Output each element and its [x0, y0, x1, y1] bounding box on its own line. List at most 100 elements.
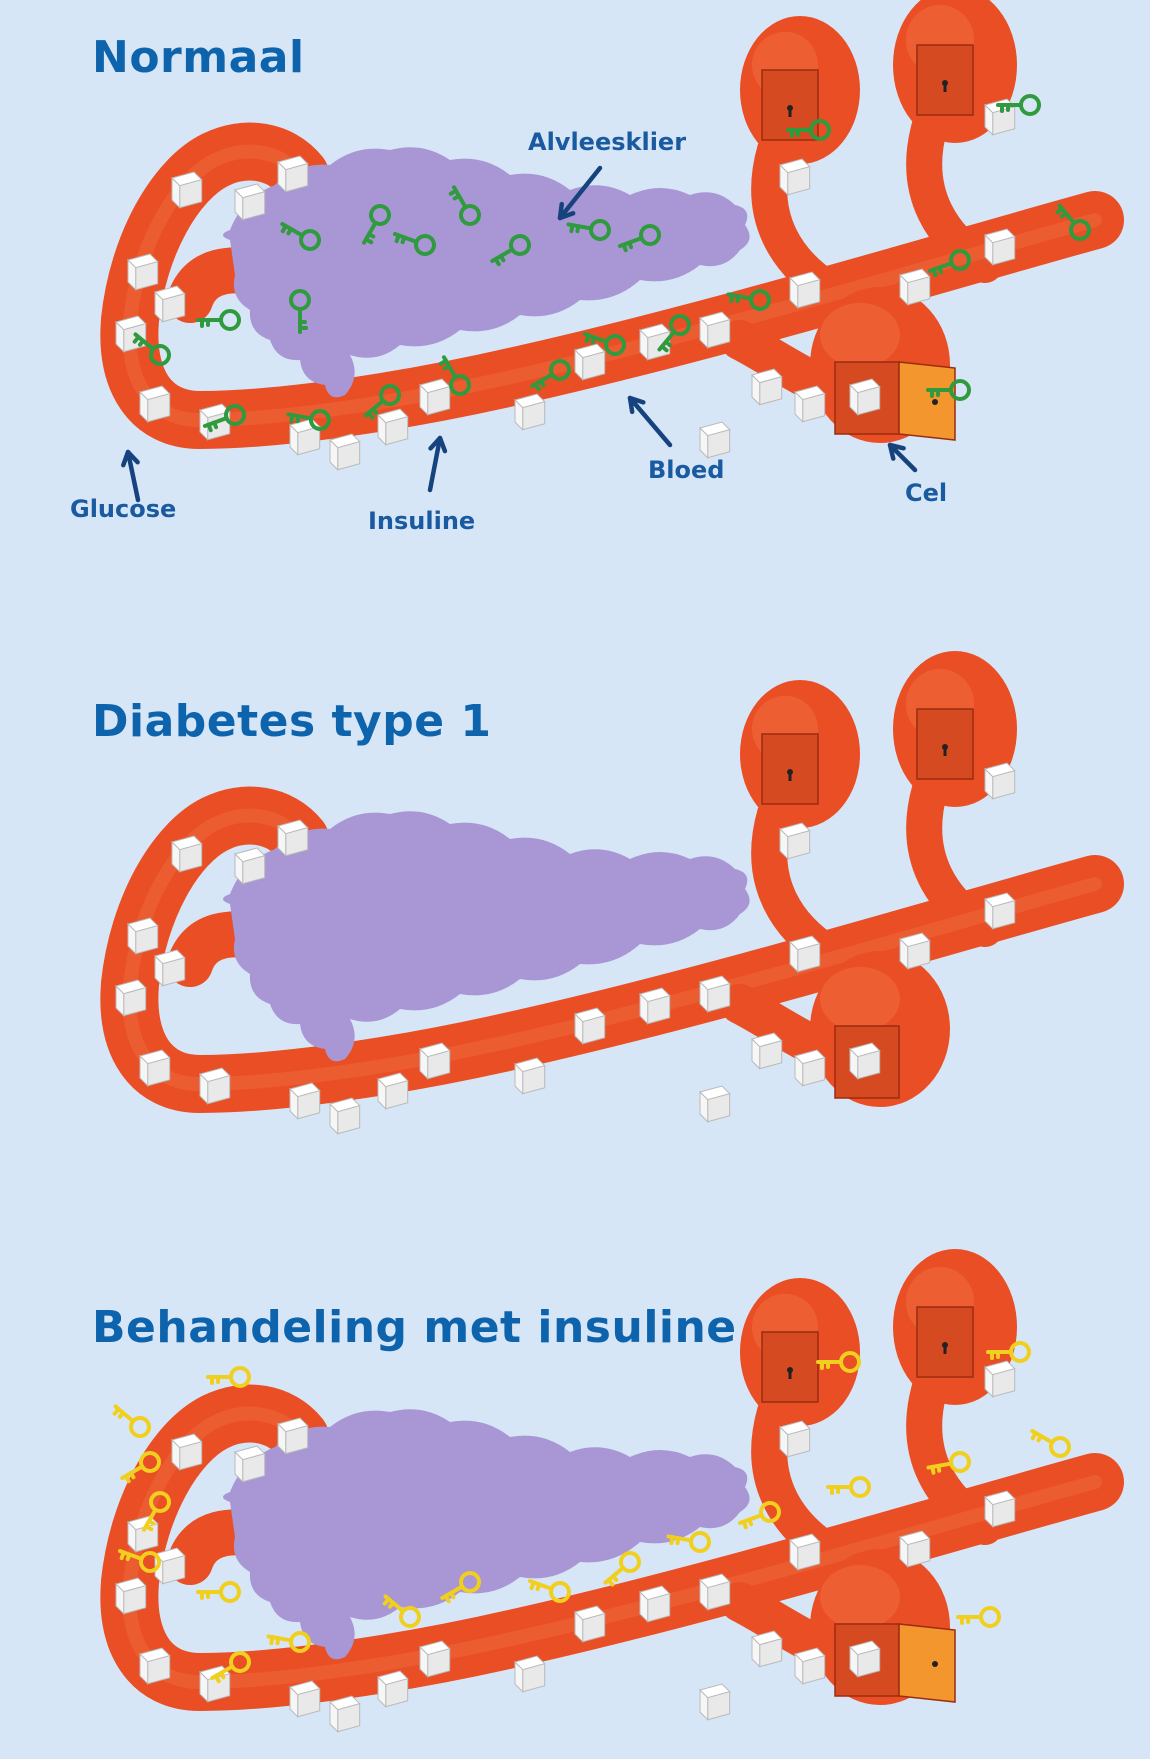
cell-highlight	[820, 1565, 900, 1629]
glucose-cube-icon	[514, 1062, 524, 1095]
glucose-cube-icon	[377, 413, 387, 446]
panel-title: Behandeling met insuline	[92, 1302, 737, 1353]
glucose-cube-icon	[789, 276, 799, 309]
glucose-cube-icon	[289, 1087, 299, 1120]
glucose-cube-icon	[234, 188, 244, 221]
glucose-cube-icon	[639, 1590, 649, 1623]
glucose-cube-icon	[419, 1645, 429, 1678]
insulin-key-icon	[530, 359, 571, 392]
pointer-arrow	[887, 442, 918, 473]
glucose-cube-icon	[277, 1422, 287, 1455]
insulin-key-icon	[737, 1501, 781, 1530]
glucose-cube-icon	[779, 827, 789, 860]
glucose-cube-icon	[377, 1077, 387, 1110]
glucose-cube-icon	[751, 373, 761, 406]
diagram-diabetes-type-1	[100, 651, 1124, 1135]
glucose-cube-icon	[419, 383, 429, 416]
glucose-cube-icon	[277, 824, 287, 857]
insulin-key-icon	[566, 219, 611, 241]
glucose-cube-icon	[289, 423, 299, 456]
glucose-cube-icon	[127, 922, 137, 955]
insulin-key-icon	[1055, 203, 1091, 241]
glucose-cube-icon	[514, 398, 524, 431]
glucose-cube-icon	[899, 937, 909, 970]
cell-highlight	[820, 967, 900, 1031]
glucose-cube-icon	[639, 328, 649, 361]
glucose-cube-icon	[171, 840, 181, 873]
glucose-cube-icon	[899, 1535, 909, 1568]
insulin-key-icon	[816, 1351, 861, 1373]
insulin-key-icon	[142, 1491, 171, 1532]
glucose-cube-icon	[699, 1090, 709, 1123]
glucose-cube-icon	[699, 426, 709, 459]
insulin-key-icon	[202, 404, 246, 433]
glucose-cube-icon	[139, 1054, 149, 1087]
insulin-key-icon	[996, 94, 1041, 116]
cell-highlight	[820, 303, 900, 367]
glucose-cube-icon	[377, 1675, 387, 1708]
glucose-cube-icon	[289, 1685, 299, 1718]
glucose-cube-icon	[699, 980, 709, 1013]
glucose-cube-icon	[329, 438, 339, 471]
insulin-key-icon	[448, 185, 481, 226]
glucose-cube-icon	[199, 1670, 209, 1703]
insulin-key-icon	[786, 119, 831, 141]
insulin-key-icon	[440, 1571, 481, 1604]
glucose-cube-icon	[789, 1538, 799, 1571]
insulin-key-icon	[112, 1404, 151, 1438]
pointer-arrow	[627, 395, 673, 448]
insulin-key-icon	[527, 1579, 571, 1603]
glucose-cube-icon	[794, 390, 804, 423]
scene	[100, 0, 1124, 503]
panel-normal: Normaal Alvleesklier Glucose Insuline Bl…	[0, 0, 1150, 586]
keyhole-icon	[788, 108, 792, 117]
insulin-key-icon	[196, 1581, 241, 1603]
label-blood: Bloed	[648, 456, 725, 484]
glucose-cube-icon	[574, 1012, 584, 1045]
insulin-key-icon	[617, 224, 661, 253]
label-cell: Cel	[905, 479, 948, 507]
insulin-key-icon	[603, 1551, 641, 1587]
keyhole-icon	[943, 747, 947, 756]
insulin-key-icon	[1030, 1429, 1071, 1458]
pointer-arrow-head	[627, 395, 646, 415]
glucose-cube-icon	[329, 1700, 339, 1733]
panel-insulin-treatment: Behandeling met insuline	[0, 1172, 1150, 1758]
pointer-arrow	[427, 435, 443, 493]
glucose-cube-icon	[277, 160, 287, 193]
panel-title: Normaal	[92, 32, 305, 83]
insulin-key-icon	[117, 1549, 161, 1573]
insulin-key-icon	[927, 249, 971, 278]
glucose-cube-icon	[514, 1660, 524, 1693]
pointer-arrow	[557, 165, 603, 221]
pointer-arrow-head	[887, 442, 906, 461]
glucose-cube-icon	[199, 1072, 209, 1105]
glucose-cube-icon	[849, 1047, 859, 1080]
glucose-cube-icon	[639, 992, 649, 1025]
glucose-cube-icon	[779, 163, 789, 196]
glucose-cube-icon	[171, 176, 181, 209]
glucose-cube-icon	[779, 1425, 789, 1458]
insulin-key-icon	[956, 1606, 1001, 1628]
pancreas	[223, 147, 750, 398]
insulin-key-icon	[438, 355, 471, 396]
insulin-key-icon	[266, 1631, 311, 1653]
glucose-cube-icon	[984, 897, 994, 930]
panel-diabetes-type-1: Diabetes type 1	[0, 586, 1150, 1172]
label-pancreas: Alvleesklier	[528, 128, 687, 156]
cell-door-open	[898, 361, 956, 441]
insulin-key-icon	[280, 222, 321, 251]
label-insulin: Insuline	[368, 507, 476, 535]
insulin-key-icon	[196, 309, 241, 331]
insulin-key-icon	[206, 1366, 251, 1388]
insulin-key-icon	[132, 332, 171, 366]
pointer-arrow-head	[428, 435, 448, 454]
glucose-cube-icon	[115, 1582, 125, 1615]
pointer-arrow-head	[121, 449, 140, 468]
glucose-cube-icon	[849, 383, 859, 416]
glucose-cube-icon	[699, 1688, 709, 1721]
keyhole-icon	[788, 1370, 792, 1379]
glucose-cube-icon	[751, 1037, 761, 1070]
glucose-cube-icon	[984, 233, 994, 266]
insulin-key-icon	[986, 1341, 1031, 1363]
